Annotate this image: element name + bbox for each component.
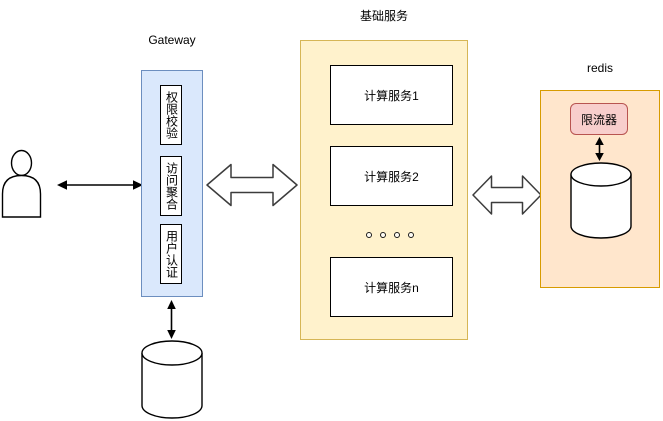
gateway-module-permission-check: 权限校验: [160, 85, 182, 145]
ellipsis-dot: [366, 232, 372, 238]
services-redis-arrow: [472, 175, 542, 215]
gateway-module-user-auth: 用户认证: [160, 224, 182, 284]
ellipsis-dot: [394, 232, 400, 238]
service-node-1: 计算服务1: [330, 65, 453, 125]
ellipsis-dot: [380, 232, 386, 238]
gateway-title: Gateway: [148, 33, 196, 47]
person-icon: [1, 149, 42, 218]
gateway-module-access-aggregation: 访问聚合: [160, 156, 182, 216]
user-gateway-arrow: [57, 180, 143, 190]
redis-title: redis: [586, 61, 613, 75]
service-node-2: 计算服务2: [330, 146, 453, 206]
gateway-database-arrow: [167, 300, 176, 339]
service-node-n: 计算服务n: [330, 257, 453, 317]
limiter-database-arrow: [595, 137, 604, 161]
ellipsis-dot: [408, 232, 414, 238]
gateway-services-arrow: [206, 163, 298, 207]
rate-limiter-node: 限流器: [570, 103, 628, 135]
ellipsis-dots: [366, 232, 414, 238]
services-title: 基础服务: [359, 9, 408, 23]
gateway-database-cylinder: [141, 340, 203, 419]
redis-database-cylinder: [570, 162, 632, 239]
